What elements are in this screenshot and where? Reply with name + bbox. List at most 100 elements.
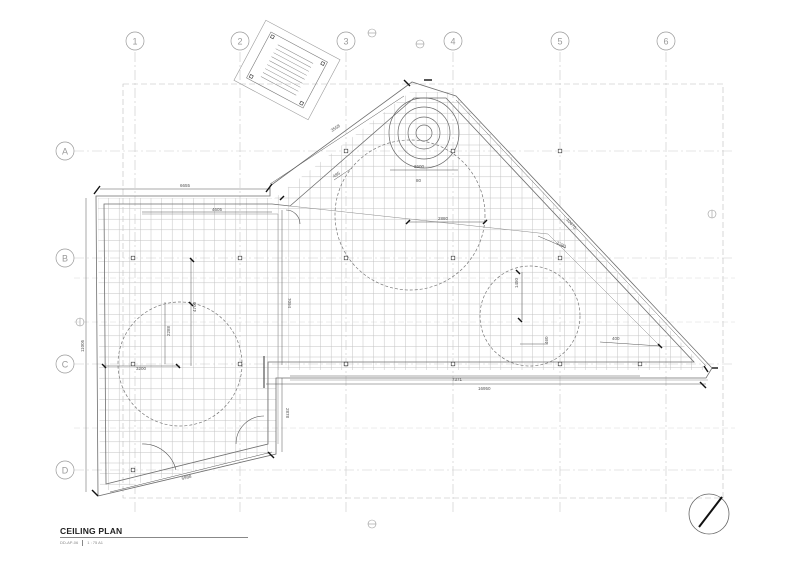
dim-right-circle-small: 460 [544, 336, 549, 344]
stair-tread [269, 60, 305, 80]
grid-bubble-label: 4 [450, 37, 455, 47]
grid-bubble-label: D [62, 465, 69, 475]
dim-left-height: 11005 [80, 339, 85, 352]
north-arrow [688, 493, 730, 535]
door-swings [141, 209, 301, 471]
drawing-code: DD-AP-06 [60, 540, 79, 545]
grid-bubble-row-A: A [55, 141, 75, 161]
outer-dashed-boundary [122, 83, 724, 499]
dim-vertical-mid: 7094 [287, 298, 292, 309]
skylight-ring-outer [388, 97, 460, 169]
dim-bottom-run: 7371 [452, 377, 463, 382]
column-marker [450, 148, 456, 154]
dim-circle-inner: 80 [416, 178, 422, 183]
dim-right-diag: 10670 [565, 217, 577, 230]
column-marker [237, 361, 243, 367]
dim-top-left-width: 6655 [180, 183, 191, 188]
inner-partition-2 [289, 205, 661, 347]
stair-block [233, 19, 341, 121]
outline-inner [103, 97, 695, 485]
column-marker [130, 255, 136, 261]
grid-bubble-label: 3 [343, 37, 348, 47]
column-markers [130, 148, 643, 473]
column-marker [557, 361, 563, 367]
inner-partition [142, 213, 279, 444]
dimension-labels: 6655 4605 3558 2600 2880 10670 2280 7094… [80, 123, 620, 481]
dim-circle-a: 2600 [414, 164, 425, 169]
stair-tread [264, 68, 301, 88]
section-marker-left [75, 317, 85, 327]
grid-bubble-row-B: B [55, 248, 75, 268]
dim-right-circle-v: 1450 [514, 277, 519, 288]
stair-tread [262, 72, 299, 92]
ceiling-tile-grid [98, 92, 706, 492]
grid-bubble-row-D: D [55, 460, 75, 480]
stair-tread [271, 56, 307, 76]
dome-center [334, 139, 486, 291]
grid-bubbles: 1 2 3 4 5 6A B C D [55, 31, 676, 480]
dim-lower-v: 2878 [285, 408, 290, 419]
grid-bubble-label: 2 [237, 37, 242, 47]
column-marker [557, 255, 563, 261]
column-marker [343, 255, 349, 261]
grid-bubble-row-C: C [55, 354, 75, 374]
building-outline [95, 81, 713, 497]
section-marker-right [707, 209, 717, 219]
subtitle-separator [82, 540, 84, 546]
column-marker [557, 148, 563, 154]
grid-bubble-col-1: 1 [125, 31, 145, 51]
structural-grid-lines [74, 52, 735, 515]
dim-bottom-long: 16950 [478, 386, 491, 391]
skylight-ring-inner [407, 116, 441, 150]
column-marker [450, 361, 456, 367]
grid-bubble-col-2: 2 [230, 31, 250, 51]
grid-bubble-col-3: 3 [336, 31, 356, 51]
title-underline [60, 537, 248, 538]
stair-tread [267, 64, 303, 84]
dim-left-circle-v: 4700 [192, 301, 197, 312]
grid-bubble-label: 6 [663, 37, 668, 47]
drawing-subtitle-row: DD-AP-06 1 : 75 A1 [60, 540, 103, 546]
grid-bubble-col-6: 6 [656, 31, 676, 51]
dimension-ticks [91, 79, 718, 497]
skylight-rings [388, 97, 460, 169]
dim-right-small2: 400 [612, 336, 620, 341]
outline-outer [95, 81, 713, 497]
dim-left-circle-v2: 2288 [166, 325, 171, 336]
grid-bubble-col-4: 4 [443, 31, 463, 51]
section-marker-top-2 [415, 39, 425, 49]
dim-diag-top: 3558 [330, 123, 342, 133]
dim-diag-small: 485 [332, 170, 341, 179]
drawing-scale: 1 : 75 A1 [87, 540, 104, 545]
stair-tread [273, 52, 310, 72]
skylight-ring-mid [397, 106, 451, 160]
dim-circle-b: 2880 [438, 216, 449, 221]
section-markers [75, 28, 717, 529]
section-marker-top [367, 28, 377, 38]
stair-tread [260, 76, 297, 96]
dimension-lines [85, 95, 707, 493]
grid-bubble-col-5: 5 [550, 31, 570, 51]
dim-inner-top: 4605 [212, 207, 223, 212]
dim-bottom-diag: 6988 [181, 474, 192, 481]
skylight-core [415, 124, 433, 142]
section-marker-bottom [367, 519, 377, 529]
grid-bubble-label: A [62, 146, 68, 156]
grid-bubble-label: B [62, 253, 68, 263]
stair-tread [275, 48, 312, 68]
drawing-title: CEILING PLAN [60, 526, 123, 536]
dim-left-circle-h: 3200 [136, 366, 147, 371]
dome-right [479, 265, 581, 367]
column-marker [130, 467, 136, 473]
grid-bubble-label: 5 [557, 37, 562, 47]
dim-right-small: 2280 [556, 240, 568, 249]
column-marker [343, 361, 349, 367]
grid-bubble-label: C [62, 359, 69, 369]
column-marker [237, 255, 243, 261]
column-marker [343, 148, 349, 154]
column-marker [637, 361, 643, 367]
column-marker [130, 361, 136, 367]
grid-bubble-label: 1 [132, 37, 137, 47]
column-marker [450, 255, 456, 261]
